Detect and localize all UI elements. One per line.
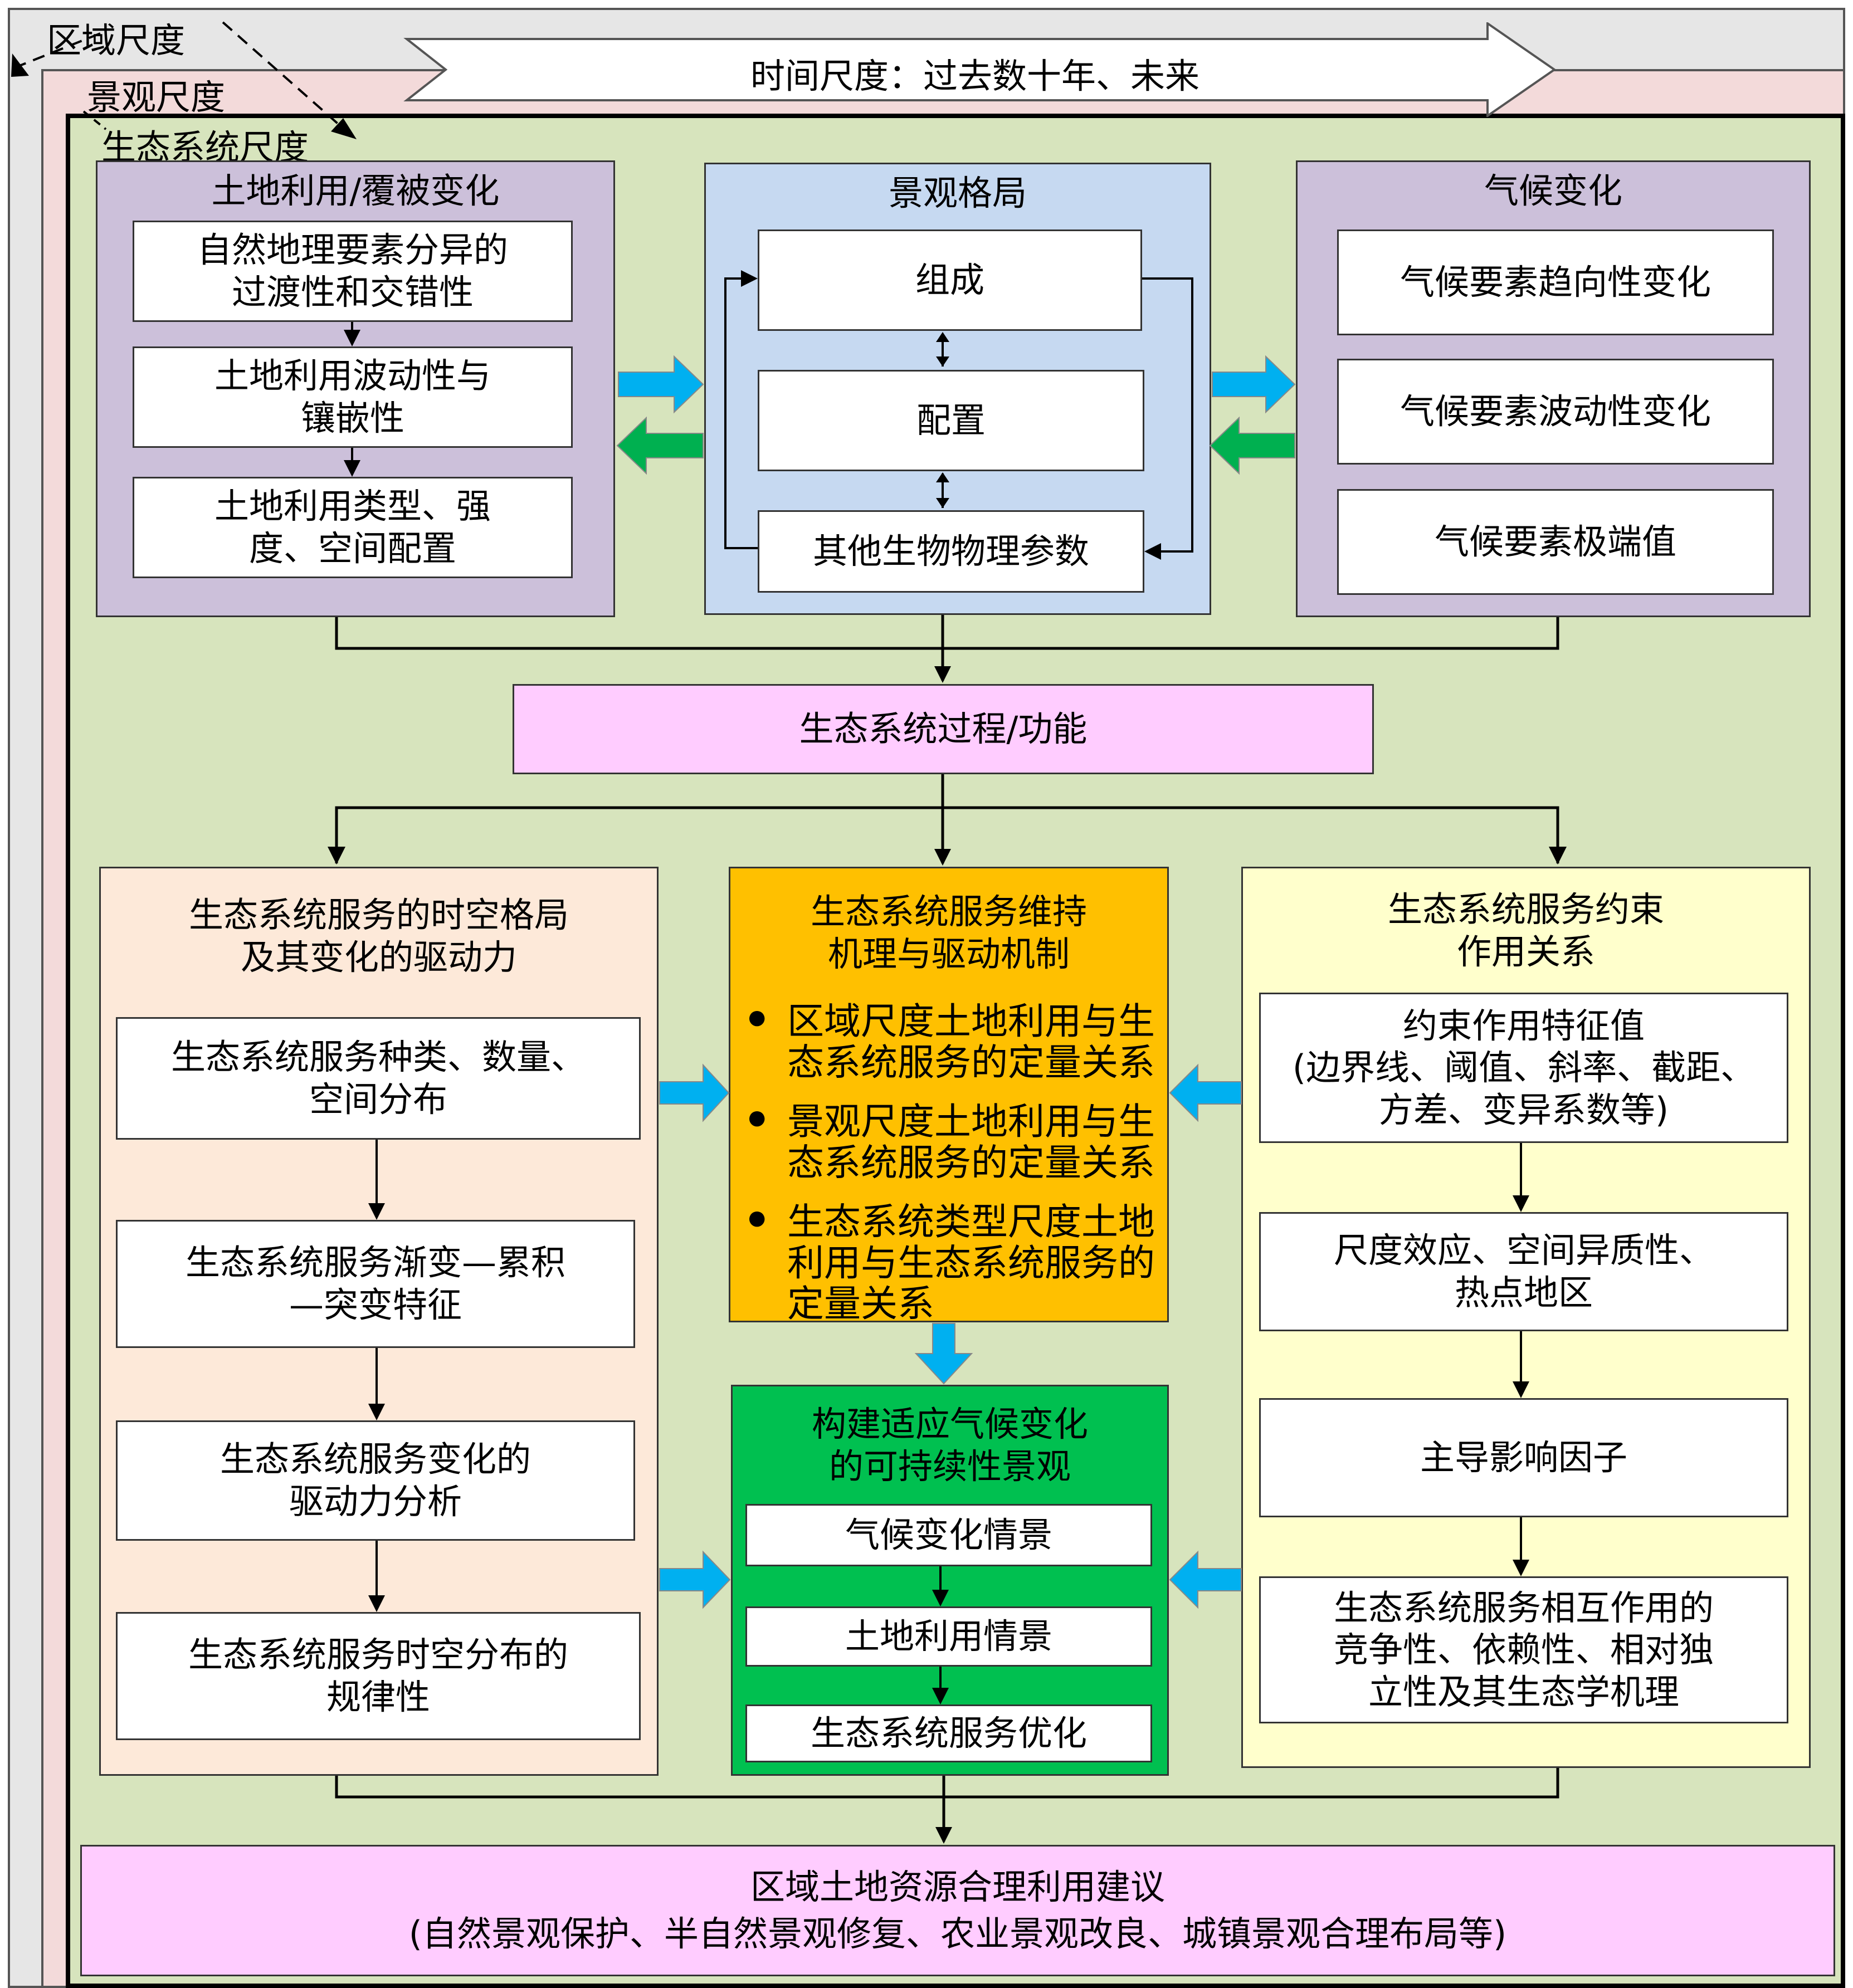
climate-to-landscape-arrow <box>1209 416 1295 475</box>
spatiotemporal-to-maintenance-arrow <box>659 1063 730 1122</box>
maintenance-to-sustainable-arrow <box>914 1323 973 1385</box>
constraint-to-sustainable-arrow <box>1169 1550 1242 1609</box>
constraint-title: 生态系统服务约束 作用关系 <box>1387 889 1664 972</box>
branch-arrowhead-right <box>1549 847 1567 864</box>
constraint-item-characteristics: 约束作用特征值 (边界线、阈值、斜率、截距、 方差、变异系数等) <box>1259 993 1788 1143</box>
landscape-loop-right <box>1142 277 1193 560</box>
maintenance-bullet-1: 区域尺度土地利用与生 态系统服务的定量关系 <box>743 1001 1162 1083</box>
landscape-item-composition: 组成 <box>758 229 1142 331</box>
maintenance-panel: 生态系统服务维持 机理与驱动机制 区域尺度土地利用与生 态系统服务的定量关系 景… <box>729 867 1169 1325</box>
spatiotemporal-item-4: 生态系统服务时空分布的 规律性 <box>116 1612 641 1740</box>
maintenance-bullet-3: 生态系统类型尺度土地 利用与生态系统服务的 定量关系 <box>743 1201 1162 1325</box>
landuse-to-landscape-arrow <box>618 355 704 414</box>
spatiotemporal-title: 生态系统服务的时空格局 及其变化的驱动力 <box>188 895 569 978</box>
regional-scale-label: 区域尺度 <box>47 20 186 61</box>
landscape-scale-pointer <box>222 21 347 131</box>
sustainable-item-service-optimization: 生态系统服务优化 <box>745 1704 1152 1762</box>
maintenance-bullet-2: 景观尺度土地利用与生 态系统服务的定量关系 <box>743 1101 1162 1184</box>
composition-configuration-arrowhead-up <box>936 332 949 342</box>
landscape-scale-arrowhead <box>331 118 357 139</box>
ecosystem-process-box: 生态系统过程/功能 <box>513 684 1374 774</box>
maintenance-bullet-list: 区域尺度土地利用与生 态系统服务的定量关系 景观尺度土地利用与生 态系统服务的定… <box>743 1001 1162 1342</box>
land-use-item-3: 土地利用类型、强 度、空间配置 <box>133 477 573 578</box>
landscape-to-climate-arrow <box>1212 355 1296 414</box>
spatiotemporal-to-sustainable-arrow <box>659 1550 731 1609</box>
configuration-biophysical-arrowhead-down <box>936 498 949 508</box>
landscape-pattern-title: 景观格局 <box>888 173 1027 213</box>
land-use-title: 土地利用/覆被变化 <box>211 170 500 211</box>
time-scale-label: 时间尺度：过去数十年、未来 <box>750 56 1199 96</box>
ecosystem-scale-pointer <box>82 110 107 130</box>
composition-configuration-arrowhead-down <box>936 356 949 367</box>
configuration-biophysical-arrowhead-up <box>936 472 949 482</box>
branch-arrowhead-left <box>328 847 345 864</box>
landscape-item-configuration: 配置 <box>758 370 1144 471</box>
land-use-item-1: 自然地理要素分异的 过渡性和交错性 <box>133 221 573 322</box>
land-use-item-2: 土地利用波动性与 镶嵌性 <box>133 346 573 448</box>
top-merge-line <box>335 617 1559 650</box>
sustainable-item-climate-scenario: 气候变化情景 <box>745 1504 1152 1566</box>
spatiotemporal-item-2: 生态系统服务渐变—累积 —突变特征 <box>116 1220 635 1348</box>
bottom-merge-line <box>335 1768 1559 1799</box>
landscape-item-biophysical: 其他生物物理参数 <box>758 510 1144 593</box>
recommendation-subtitle: (自然景观保护、半自然景观修复、农业景观改良、城镇景观合理布局等) <box>408 1913 1507 1954</box>
constraint-item-scale-effect: 尺度效应、空间异质性、 热点地区 <box>1259 1212 1788 1331</box>
process-branch-line <box>335 806 1559 863</box>
climate-item-fluctuation: 气候要素波动性变化 <box>1337 359 1774 465</box>
landscape-loop-left <box>724 270 758 549</box>
spatiotemporal-item-1: 生态系统服务种类、数量、 空间分布 <box>116 1017 641 1140</box>
constraint-item-interactions: 生态系统服务相互作用的 竞争性、依赖性、相对独 立性及其生态学机理 <box>1259 1576 1788 1723</box>
constraint-to-maintenance-arrow <box>1169 1063 1242 1122</box>
climate-change-title: 气候变化 <box>1484 170 1622 211</box>
recommendation-box: 区域土地资源合理利用建议 (自然景观保护、半自然景观修复、农业景观改良、城镇景观… <box>80 1845 1835 1976</box>
climate-item-extreme: 气候要素极端值 <box>1337 489 1774 595</box>
sustainable-item-landuse-scenario: 土地利用情景 <box>745 1606 1152 1667</box>
regional-scale-pointer <box>16 32 101 68</box>
sustainable-title: 构建适应气候变化 的可持续性景观 <box>811 1404 1088 1487</box>
spatiotemporal-item-3: 生态系统服务变化的 驱动力分析 <box>116 1420 635 1541</box>
climate-item-trend: 气候要素趋向性变化 <box>1337 229 1774 335</box>
landscape-scale-label: 景观尺度 <box>87 77 226 118</box>
maintenance-title: 生态系统服务维持 机理与驱动机制 <box>810 891 1087 974</box>
regional-scale-arrowhead <box>11 53 29 77</box>
recommendation-title: 区域土地资源合理利用建议 <box>750 1867 1165 1908</box>
time-arrow <box>403 22 1557 117</box>
landscape-to-landuse-arrow <box>616 416 704 475</box>
constraint-item-dominant-factors: 主导影响因子 <box>1259 1398 1788 1517</box>
